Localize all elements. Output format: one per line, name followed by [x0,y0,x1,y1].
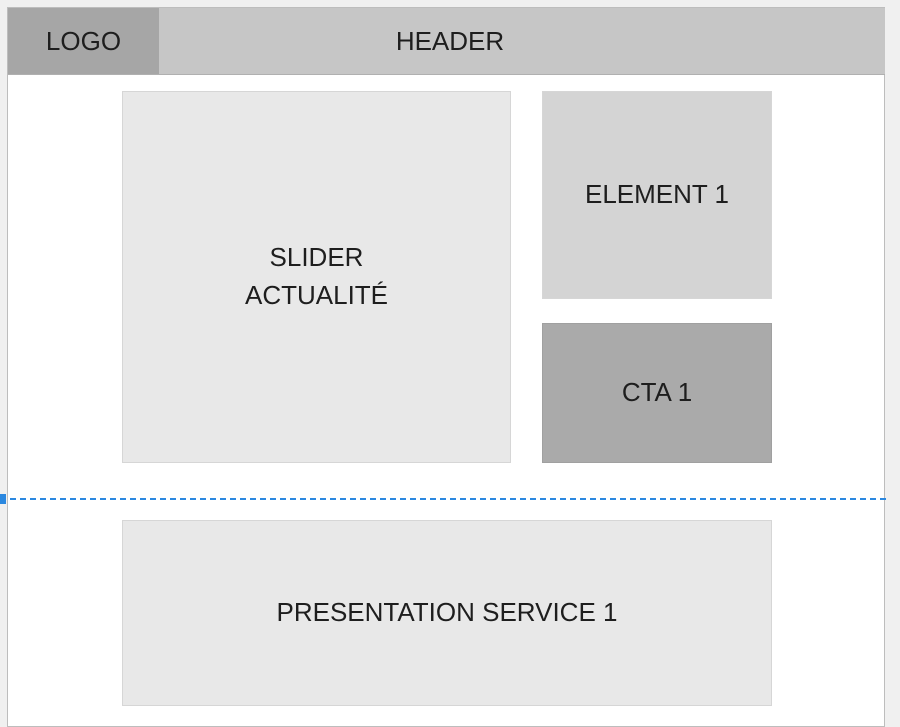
presentation-service-1-label: PRESENTATION SERVICE 1 [276,597,618,628]
cta-1-block[interactable]: CTA 1 [542,323,772,463]
slider-label-line1: SLIDER [269,242,364,273]
header-label-area: HEADER [300,8,600,74]
header-label: HEADER [395,25,505,56]
logo-block[interactable]: LOGO [8,8,159,74]
horizontal-guide-line[interactable] [0,498,886,500]
presentation-service-1-block[interactable]: PRESENTATION SERVICE 1 [122,520,772,706]
element-1-label: ELEMENT 1 [584,179,729,210]
slider-label-line2: ACTUALITÉ [244,280,389,310]
slider-actualite-block[interactable]: SLIDER ACTUALITÉ [122,91,511,463]
slider-label: SLIDER ACTUALITÉ [245,239,388,314]
element-1-block[interactable]: ELEMENT 1 [542,91,772,299]
guide-handle[interactable] [0,494,6,504]
cta-1-label: CTA 1 [621,377,693,408]
logo-label: LOGO [45,25,122,56]
